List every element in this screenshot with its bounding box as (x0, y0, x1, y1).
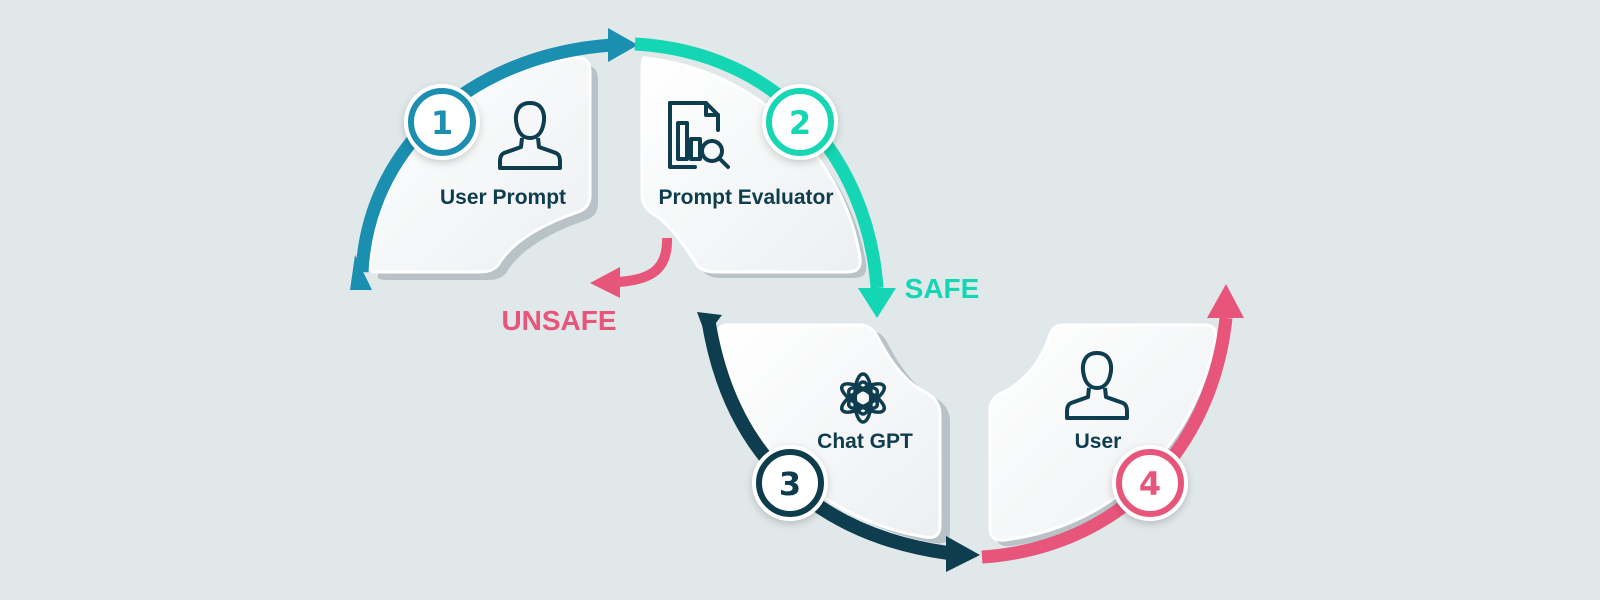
step-1-number: 1 (431, 104, 453, 142)
card-chat-gpt (716, 323, 950, 544)
step-4-label: User (1075, 430, 1122, 453)
step-4-number: 4 (1139, 465, 1161, 503)
unsafe-label: UNSAFE (501, 305, 616, 336)
card-user (988, 323, 1222, 547)
user-icon (1065, 351, 1129, 420)
card-user-prompt (368, 56, 598, 281)
arrow-unsafe (590, 237, 673, 298)
step-3-number: 3 (779, 465, 801, 503)
user-icon (498, 101, 562, 170)
document-search-icon (668, 101, 730, 169)
step-2-number: 2 (789, 104, 811, 142)
step-2-badge: 2 (762, 84, 838, 160)
openai-logo-icon (840, 372, 886, 424)
step-4-badge: 4 (1112, 445, 1188, 521)
step-3-badge: 3 (752, 445, 828, 521)
safe-label: SAFE (905, 273, 980, 304)
step-3-label: Chat GPT (817, 430, 913, 453)
step-1-badge: 1 (404, 84, 480, 160)
step-2-label: Prompt Evaluator (658, 186, 833, 209)
card-prompt-evaluator (640, 56, 867, 279)
step-1-label: User Prompt (440, 186, 566, 209)
